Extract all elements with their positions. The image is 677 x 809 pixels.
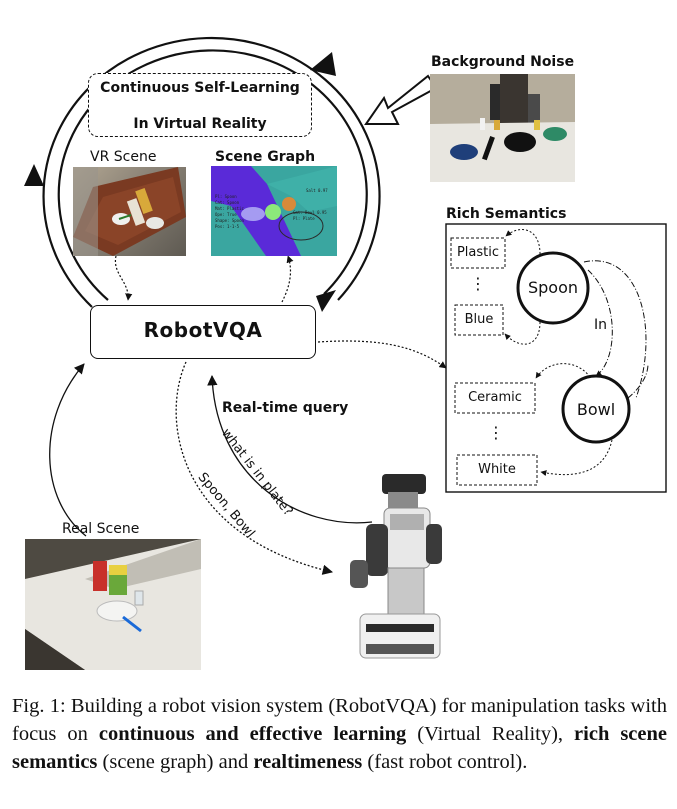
caption-bold-2: rich scene semantics — [12, 723, 667, 773]
node-bowl-label: Bowl — [576, 400, 616, 419]
scene-graph-text-3: Mat: Plastic — [215, 206, 244, 211]
node-spoon — [516, 251, 590, 325]
attr-ellipsis-2: ⋮ — [488, 423, 504, 442]
robotvqa-label: RobotVQA — [143, 318, 263, 342]
caption-prefix: Fig. 1: Building a robot vision system (… — [12, 695, 667, 745]
figure-caption: Fig. 1: Building a robot vision system (… — [12, 692, 667, 776]
figure: Continuous Self-Learning In Virtual Real… — [24, 36, 667, 670]
self-learning-box — [88, 73, 312, 137]
attr-white: White — [478, 462, 516, 477]
attr-blue: Blue — [464, 312, 494, 327]
scene-graph-image: Salt 0.97 Pl: Spoon Cat: Spoon Mat: Plas… — [211, 166, 337, 256]
caption-bold-3: realtimeness — [253, 751, 363, 773]
caption-suffix: (fast robot control). — [362, 751, 528, 773]
robotvqa-box — [90, 305, 316, 359]
scene-graph-text-8: Pl: Plate — [293, 216, 315, 221]
vr-scene-label: VR Scene — [90, 149, 157, 165]
self-learning-title-line1: Continuous Self-Learning — [100, 80, 300, 96]
caption-mid-1: (Virtual Reality), — [406, 723, 575, 745]
rich-semantics-label: Rich Semantics — [446, 206, 567, 222]
attr-plastic: Plastic — [456, 245, 500, 260]
node-spoon-label: Spoon — [527, 278, 579, 297]
attr-box-blue — [454, 304, 504, 336]
realtime-query-label: Real-time query — [222, 400, 349, 416]
loop-arrowhead-left — [24, 164, 44, 186]
caption-mid-2: (scene graph) and — [97, 751, 254, 773]
vr-scene-image — [73, 167, 186, 256]
relation-in-label: In — [594, 317, 608, 333]
robot-image — [330, 468, 450, 668]
scene-graph-text-2: Cat: Spoon — [215, 200, 240, 205]
attr-ceramic: Ceramic — [468, 390, 522, 405]
background-noise-image — [430, 74, 575, 182]
attr-ellipsis-1: ⋮ — [470, 274, 486, 293]
scene-graph-text-1: Pl: Spoon — [215, 194, 237, 199]
scene-graph-text-7: Cat: Bowl 0.95 — [293, 210, 327, 215]
real-scene-label: Real Scene — [62, 521, 140, 537]
loop-arrowhead-top — [310, 52, 336, 76]
background-noise-label: Background Noise — [431, 54, 575, 70]
scene-graph-label: Scene Graph — [215, 149, 316, 165]
learning-loop — [24, 36, 381, 312]
attr-box-white — [456, 454, 538, 486]
attr-box-ceramic — [454, 382, 536, 414]
background-noise-arrow — [364, 74, 438, 125]
attr-box-plastic — [450, 237, 506, 269]
loop-arrowhead-bottom — [316, 290, 336, 312]
scene-graph-text-0: Salt 0.97 — [306, 188, 328, 193]
scene-graph-text-4: Ope: True — [215, 212, 237, 217]
scene-graph-text-5: Shape: Spoon — [215, 218, 244, 223]
real-scene-image — [25, 539, 201, 670]
self-learning-title-line2: In Virtual Reality — [133, 116, 267, 132]
figure-arrows — [24, 36, 667, 575]
caption-bold-1: continuous and effective learning — [98, 723, 407, 745]
scene-graph-text-6: Pos: 1-1-5 — [215, 224, 240, 229]
